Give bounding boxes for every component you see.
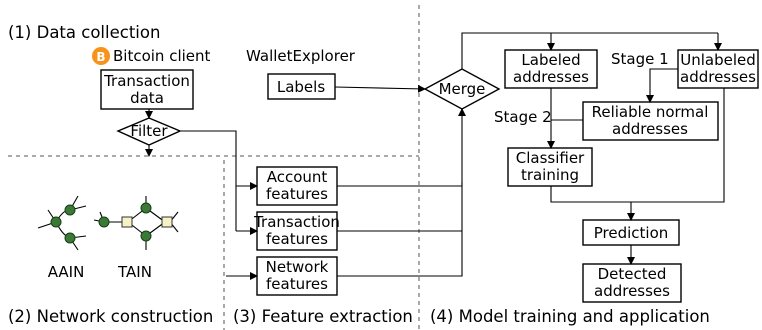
bitcoin-icon	[92, 47, 110, 65]
aain-label: AAIN	[48, 263, 85, 281]
line-filter-to-features	[180, 130, 237, 231]
section-title-network-construction: (2) Network construction	[8, 307, 213, 326]
wallet-explorer-label: WalletExplorer	[246, 47, 356, 65]
tain-network-icon	[93, 196, 179, 250]
account-features-label-2: features	[266, 185, 328, 203]
stage2-label: Stage 2	[494, 108, 552, 126]
transaction-features-label-2: features	[266, 230, 328, 248]
reliable-normal-label-2: addresses	[612, 120, 688, 138]
bitcoin-client-label: Bitcoin client	[113, 47, 211, 65]
detected-addresses-box	[582, 263, 682, 303]
section-title-model-training: (4) Model training and application	[430, 307, 710, 326]
line-network-to-merge	[337, 182, 463, 277]
network-features-box	[256, 256, 338, 296]
arrow-labels-to-merge	[334, 84, 426, 93]
account-features-box	[256, 166, 338, 206]
line-unlabeled-to-prediction	[631, 88, 725, 203]
filter-label: Filter	[130, 122, 168, 140]
stage1-label: Stage 1	[611, 50, 669, 68]
network-features-label-1: Network	[266, 258, 329, 276]
section-title-feature-extraction: (3) Feature extraction	[233, 307, 413, 326]
bitcoin-icon-glyph: B	[96, 50, 105, 64]
classifier-training-label-2: training	[521, 166, 579, 184]
unlabeled-addresses-label-1: Unlabeled	[680, 51, 756, 69]
labels-label: Labels	[277, 78, 325, 96]
merge-diamond	[423, 68, 501, 110]
detected-addresses-label-2: addresses	[594, 282, 670, 300]
section-title-data-collection: (1) Data collection	[8, 23, 160, 42]
classifier-training-label-1: Classifier	[516, 149, 585, 167]
detected-addresses-label-1: Detected	[598, 265, 667, 283]
labeled-addresses-label-1: Labeled	[521, 51, 580, 69]
merge-label: Merge	[439, 80, 486, 98]
line-classifier-to-prediction	[550, 186, 631, 203]
reliable-normal-label-1: Reliable normal	[592, 103, 709, 121]
tain-label: TAIN	[117, 263, 152, 281]
line-merge-top	[461, 32, 718, 69]
labels-box	[267, 73, 336, 100]
arrow-unlabeled-to-reliable	[646, 68, 678, 103]
transaction-data-label-2: data	[130, 89, 164, 107]
transaction-data-label-1: Transaction	[103, 72, 190, 90]
bitcoin-client: B Bitcoin client	[92, 47, 211, 65]
transaction-features-label-1: Transaction	[253, 213, 340, 231]
prediction-label: Prediction	[594, 224, 669, 242]
labeled-addresses-box	[504, 49, 598, 89]
unlabeled-addresses-label-2: addresses	[680, 68, 756, 86]
network-features-label-2: features	[266, 275, 328, 293]
transaction-data-box	[100, 69, 194, 110]
account-features-label-1: Account	[267, 168, 328, 186]
labeled-addresses-label-2: addresses	[513, 68, 589, 86]
aain-network-icon	[37, 195, 87, 251]
